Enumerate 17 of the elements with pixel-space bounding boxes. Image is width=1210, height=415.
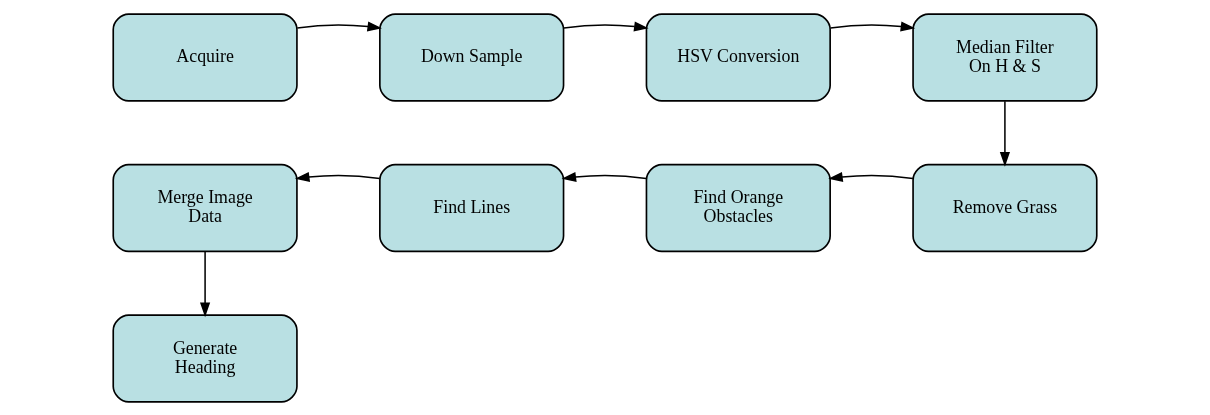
node-box: Remove Grass [912,163,1098,252]
node-box: Generate Heading [112,313,298,403]
node-box: Acquire [112,12,298,102]
node-box: Find Lines [379,163,565,252]
node-box: Down Sample [379,12,565,102]
arrow [294,171,381,182]
node-box: Median Filter On H & S [912,12,1098,102]
arrow [200,250,211,317]
arrow [561,171,648,182]
arrow [829,20,916,32]
arrow [563,20,649,32]
arrow [828,171,914,182]
node-box: Find Orange Obstacles [645,163,831,252]
node-box: HSV Conversion [645,12,831,102]
arrow [999,99,1010,167]
arrow [296,20,382,32]
node-box: Merge Image Data [112,163,298,252]
